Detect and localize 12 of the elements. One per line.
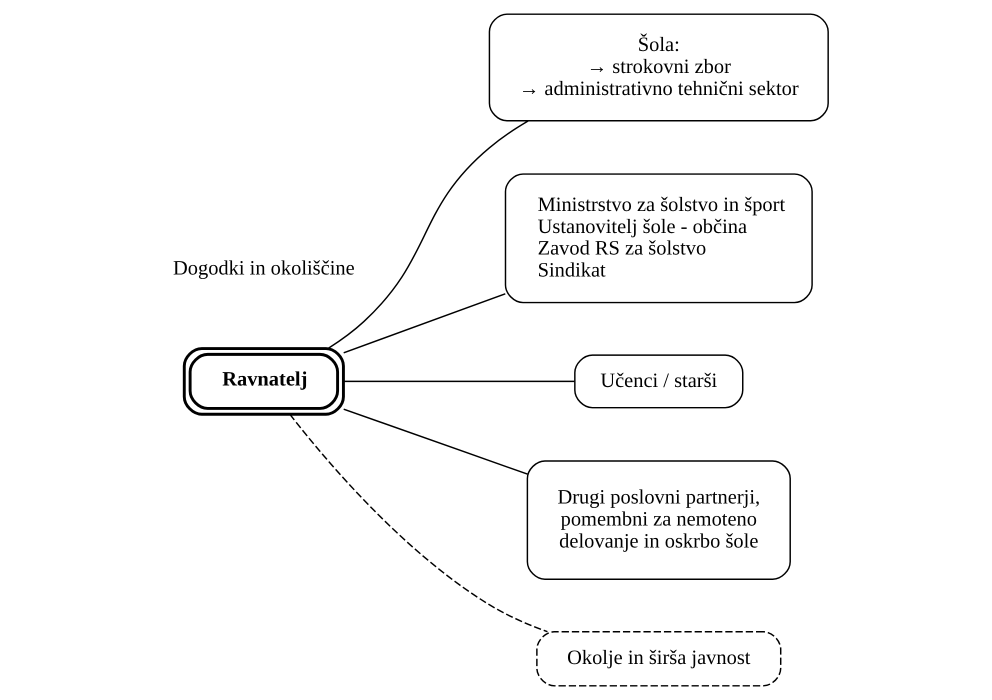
connector [344, 380, 574, 382]
connector [343, 293, 506, 354]
label: Dogodki in okoliščine [173, 257, 355, 280]
node-box: Ministrstvo za šolstvo in šport Ustanovitelj šole - občina Zavod RS za šolstvo Sindikat [504, 173, 813, 304]
connector [328, 120, 528, 349]
node-box: Šola: → strokovni zbor → administrativno tehnični sektor [488, 13, 829, 122]
node-box: Ravnatelj [182, 347, 345, 416]
node-box: Drugi poslovni partnerji, pomembni za nemoteno delovanje in oskrbo šole [526, 460, 791, 580]
node-box: Učenci / starši [574, 354, 744, 408]
node-box: Okolje in širša javnost [536, 631, 782, 687]
connector [289, 414, 548, 632]
connector [343, 408, 528, 475]
